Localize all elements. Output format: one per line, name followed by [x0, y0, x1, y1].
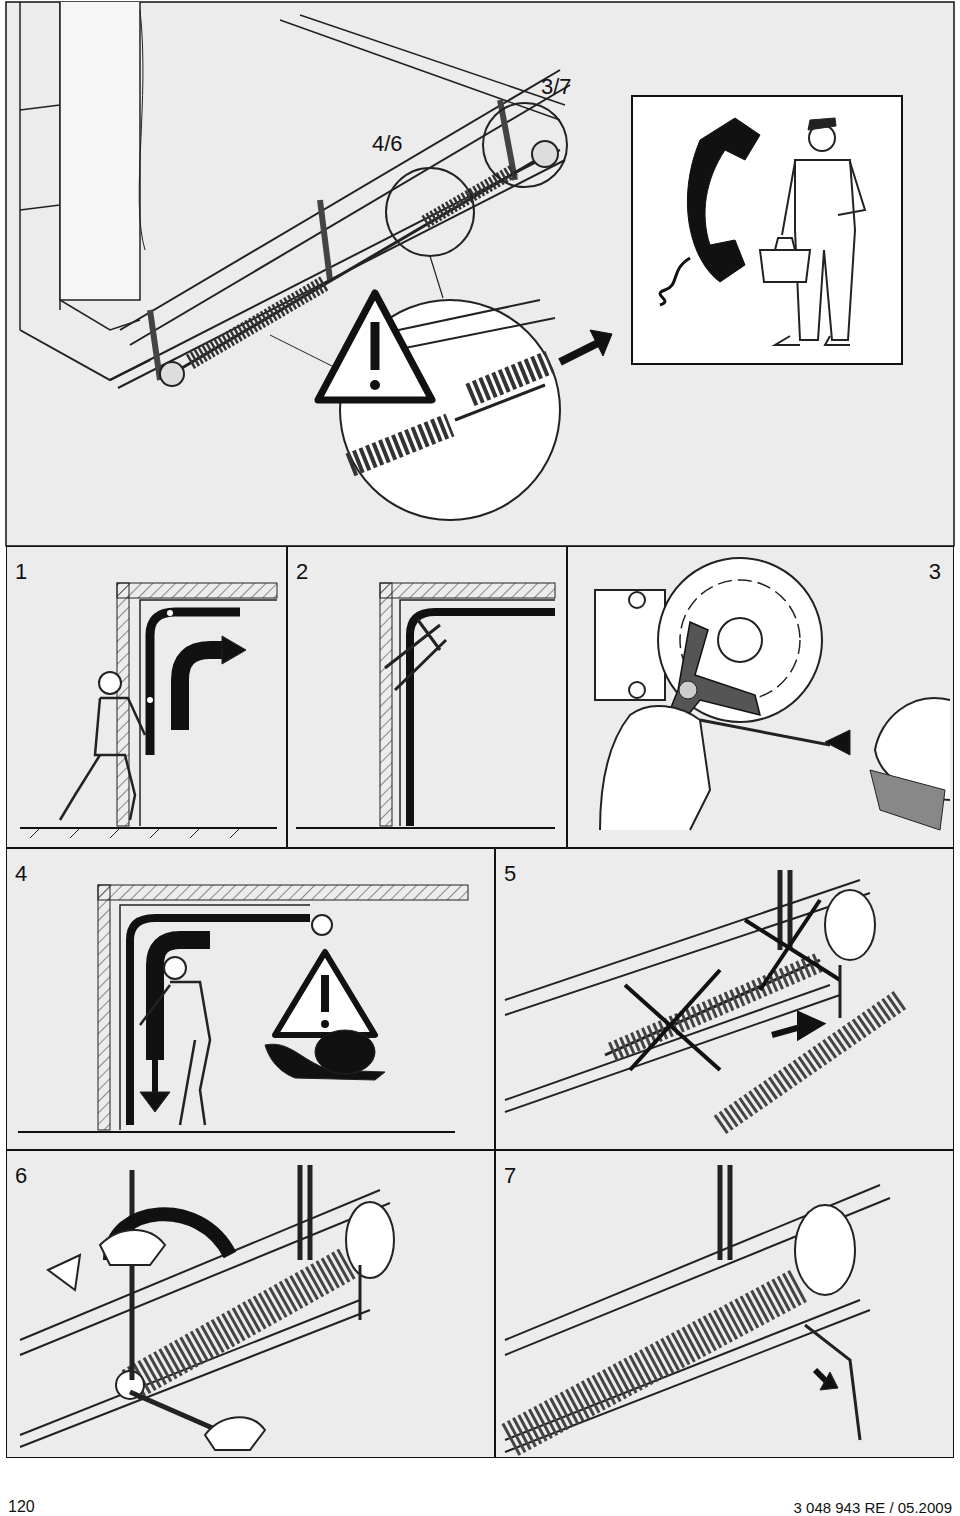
panel-4-drawing — [18, 885, 468, 1132]
document-number: 3 048 943 RE / 05.2009 — [794, 1500, 952, 1515]
step-panel: 2 — [287, 546, 567, 848]
callout-number: 4/6 — [372, 133, 403, 155]
step-number: 6 — [15, 1165, 27, 1187]
step-panel: 3 — [567, 546, 954, 848]
step-number: 5 — [504, 863, 516, 885]
panel-3-drawing — [595, 558, 950, 830]
step-number: 4 — [15, 863, 27, 885]
step-number: 7 — [504, 1165, 516, 1187]
panel-2-drawing — [296, 583, 555, 828]
panel-border — [6, 2, 954, 546]
page-number: 120 — [8, 1499, 35, 1515]
step-panel: 1 — [6, 546, 287, 848]
panel-1-drawing — [20, 583, 277, 838]
callout-number: 3/7 — [541, 76, 572, 98]
step-number: 1 — [15, 561, 27, 583]
step-panel: 5 — [495, 848, 954, 1150]
step-number: 3 — [929, 561, 941, 583]
step-panel: 6 — [6, 1150, 495, 1458]
panel-fill — [6, 2, 954, 546]
step-panel: 4 — [6, 848, 495, 1150]
step-panel: 7 — [495, 1150, 954, 1458]
panel-fill — [6, 546, 954, 1458]
panel-6-drawing — [20, 1165, 394, 1450]
step-number: 2 — [296, 561, 308, 583]
panel-7-drawing — [505, 1165, 890, 1452]
overview-drawing — [20, 2, 902, 520]
panel-5-drawing — [505, 870, 900, 1125]
